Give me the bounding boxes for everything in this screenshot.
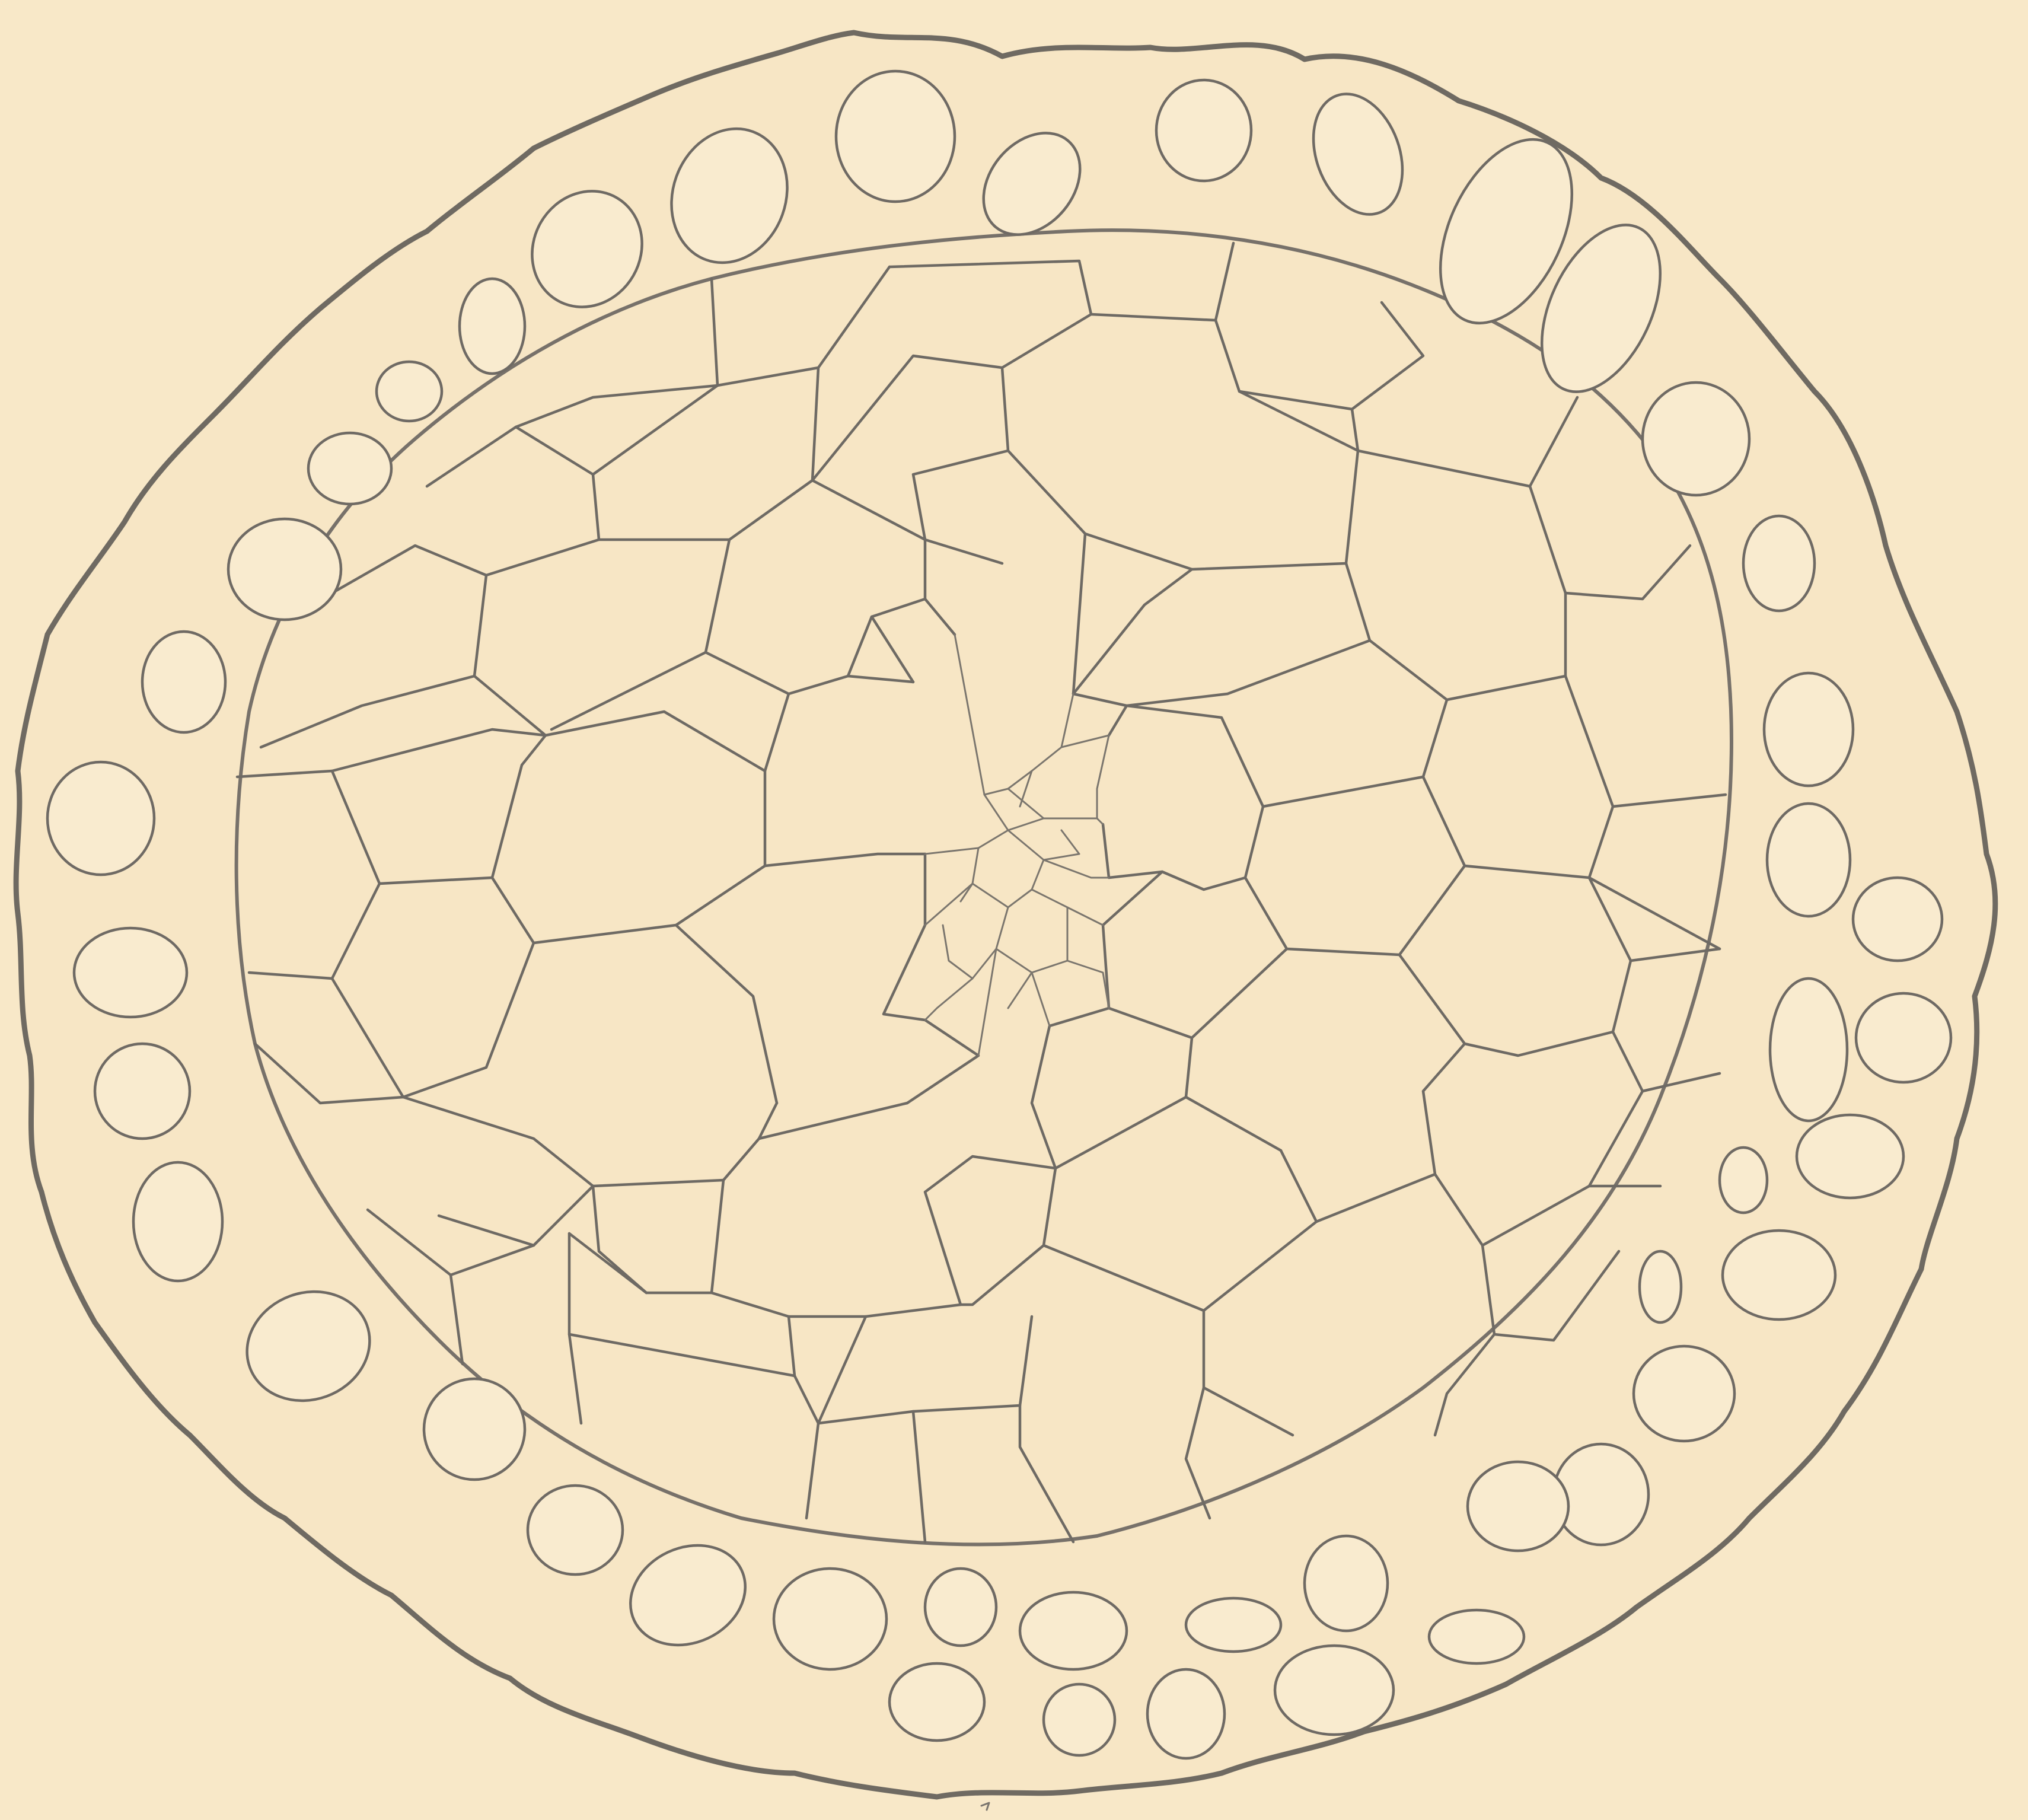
pen-mark <box>981 1803 989 1810</box>
